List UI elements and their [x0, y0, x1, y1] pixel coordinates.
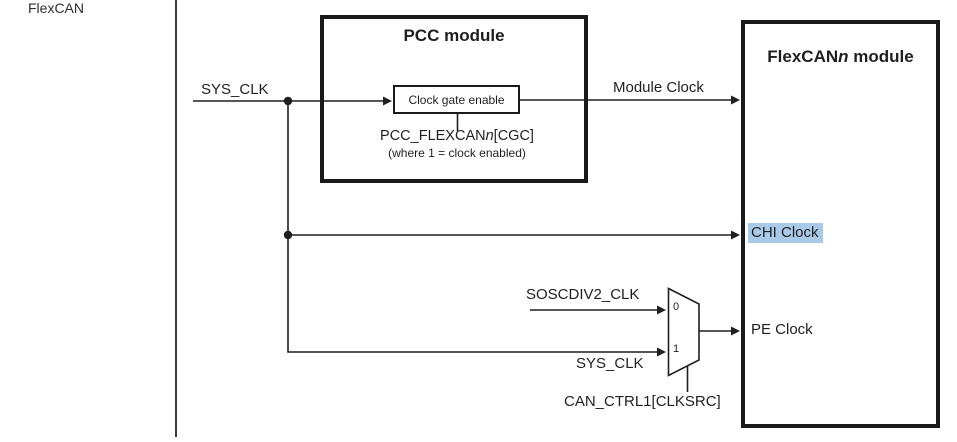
pcc-register-label: PCC_FLEXCANn[CGC]	[337, 128, 577, 144]
column-separator-line	[175, 0, 177, 437]
pcc-module-title: PCC module	[403, 26, 505, 45]
pcc-register-note: (where 1 = clock enabled)	[388, 146, 526, 160]
arrow-mux-in1	[657, 347, 666, 357]
can-ctrl1-clksrc-label: CAN_CTRL1[CLKSRC]	[564, 393, 721, 410]
flexcan-title-var: n	[838, 47, 849, 66]
soscdiv2-clk-label: SOSCDIV2_CLK	[526, 286, 640, 303]
arrow-pe-clock	[731, 326, 740, 336]
module-clock-label: Module Clock	[613, 79, 704, 96]
page-corner-label: FlexCAN	[28, 0, 85, 16]
pe-clock-label: PE Clock	[751, 321, 813, 338]
pcc-register-block: PCC_FLEXCANn[CGC] (where 1 = clock enabl…	[337, 128, 577, 160]
clock-gate-enable-label: Clock gate enable	[408, 92, 505, 107]
pcc-register-suffix: [CGC]	[493, 128, 534, 144]
flexcan-title-prefix: FlexCAN	[767, 47, 839, 66]
junction-dot-chi	[283, 230, 293, 240]
sys-clk-label: SYS_CLK	[201, 81, 269, 98]
pcc-register-prefix: PCC_FLEXCAN	[380, 128, 486, 144]
mux-input-1-label: 1	[672, 343, 680, 355]
clock-gate-enable-box: Clock gate enable	[393, 85, 520, 114]
flexcan-title-suffix: module	[848, 47, 914, 66]
flexcan-module-title: FlexCANn module	[745, 47, 936, 67]
arrow-chi-clock	[731, 230, 740, 240]
sys-clk-mux-label: SYS_CLK	[576, 355, 644, 372]
arrow-mux-in0	[657, 305, 666, 315]
mux-input-0-label: 0	[672, 301, 680, 313]
arrow-module-clock	[731, 95, 740, 105]
flexcan-module-box: FlexCANn module	[741, 20, 940, 428]
pcc-module-box: PCC module	[320, 15, 588, 183]
junction-dot-top	[283, 96, 293, 106]
pcc-register-var: n	[485, 128, 494, 144]
chi-clock-label: CHI Clock	[748, 223, 823, 244]
